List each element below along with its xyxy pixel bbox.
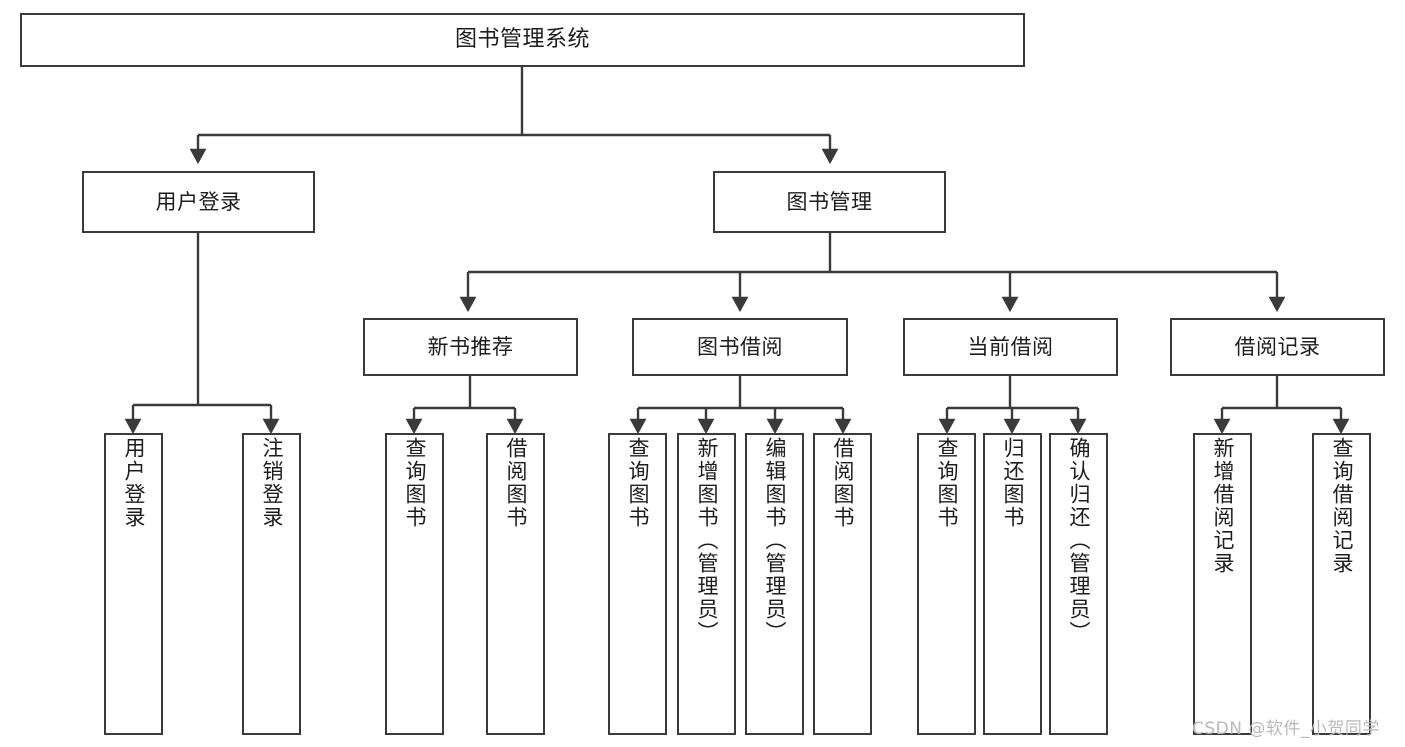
- node-label: 图书借阅: [697, 334, 783, 359]
- watermark-text: CSDN @软件_小贺同学: [1192, 719, 1380, 739]
- node-label: 确认归还（管理员）: [1067, 437, 1091, 644]
- node-label: 查询图书: [403, 437, 427, 529]
- node-label: 图书管理系统: [454, 27, 590, 53]
- node-label: 查询借阅记录: [1330, 437, 1354, 575]
- node-label: 借阅图书: [504, 437, 528, 529]
- node-label: 借阅记录: [1234, 334, 1321, 359]
- leaf-user-login-login[interactable]: 用户登录: [104, 433, 163, 735]
- node-label: 用户登录: [122, 437, 146, 529]
- leaf-record-add-record[interactable]: 新增借阅记录: [1193, 433, 1252, 735]
- leaf-user-login-logout[interactable]: 注销登录: [242, 433, 301, 735]
- node-user-login[interactable]: 用户登录: [82, 171, 315, 233]
- node-label: 用户登录: [155, 189, 242, 214]
- node-label: 查询图书: [626, 437, 650, 529]
- node-label: 编辑图书（管理员）: [763, 437, 787, 644]
- node-root-system[interactable]: 图书管理系统: [20, 13, 1025, 67]
- leaf-current-return-book[interactable]: 归还图书: [983, 433, 1042, 735]
- node-label: 新书推荐: [427, 334, 514, 359]
- node-label: 借阅图书: [831, 437, 855, 529]
- node-book-borrow[interactable]: 图书借阅: [632, 318, 848, 376]
- leaf-record-query-record[interactable]: 查询借阅记录: [1312, 433, 1371, 735]
- node-label: 注销登录: [260, 437, 284, 529]
- leaf-borrow-borrow-book[interactable]: 借阅图书: [813, 433, 872, 735]
- node-label: 图书管理: [786, 189, 873, 214]
- node-new-book-recommend[interactable]: 新书推荐: [363, 318, 578, 376]
- leaf-borrow-query-book[interactable]: 查询图书: [608, 433, 667, 735]
- node-label: 归还图书: [1001, 437, 1025, 529]
- leaf-borrow-edit-book[interactable]: 编辑图书（管理员）: [745, 433, 804, 735]
- node-label: 新增图书（管理员）: [695, 437, 719, 644]
- node-borrow-record[interactable]: 借阅记录: [1170, 318, 1385, 376]
- leaf-recommend-query-book[interactable]: 查询图书: [385, 433, 444, 735]
- node-label: 查询图书: [935, 437, 959, 529]
- node-label: 新增借阅记录: [1211, 437, 1235, 575]
- leaf-current-query-book[interactable]: 查询图书: [917, 433, 976, 735]
- leaf-recommend-borrow-book[interactable]: 借阅图书: [486, 433, 545, 735]
- leaf-current-confirm-return[interactable]: 确认归还（管理员）: [1049, 433, 1108, 735]
- node-current-borrow[interactable]: 当前借阅: [903, 318, 1118, 376]
- leaf-borrow-add-book[interactable]: 新增图书（管理员）: [677, 433, 736, 735]
- node-label: 当前借阅: [967, 334, 1054, 359]
- node-book-management[interactable]: 图书管理: [713, 171, 946, 233]
